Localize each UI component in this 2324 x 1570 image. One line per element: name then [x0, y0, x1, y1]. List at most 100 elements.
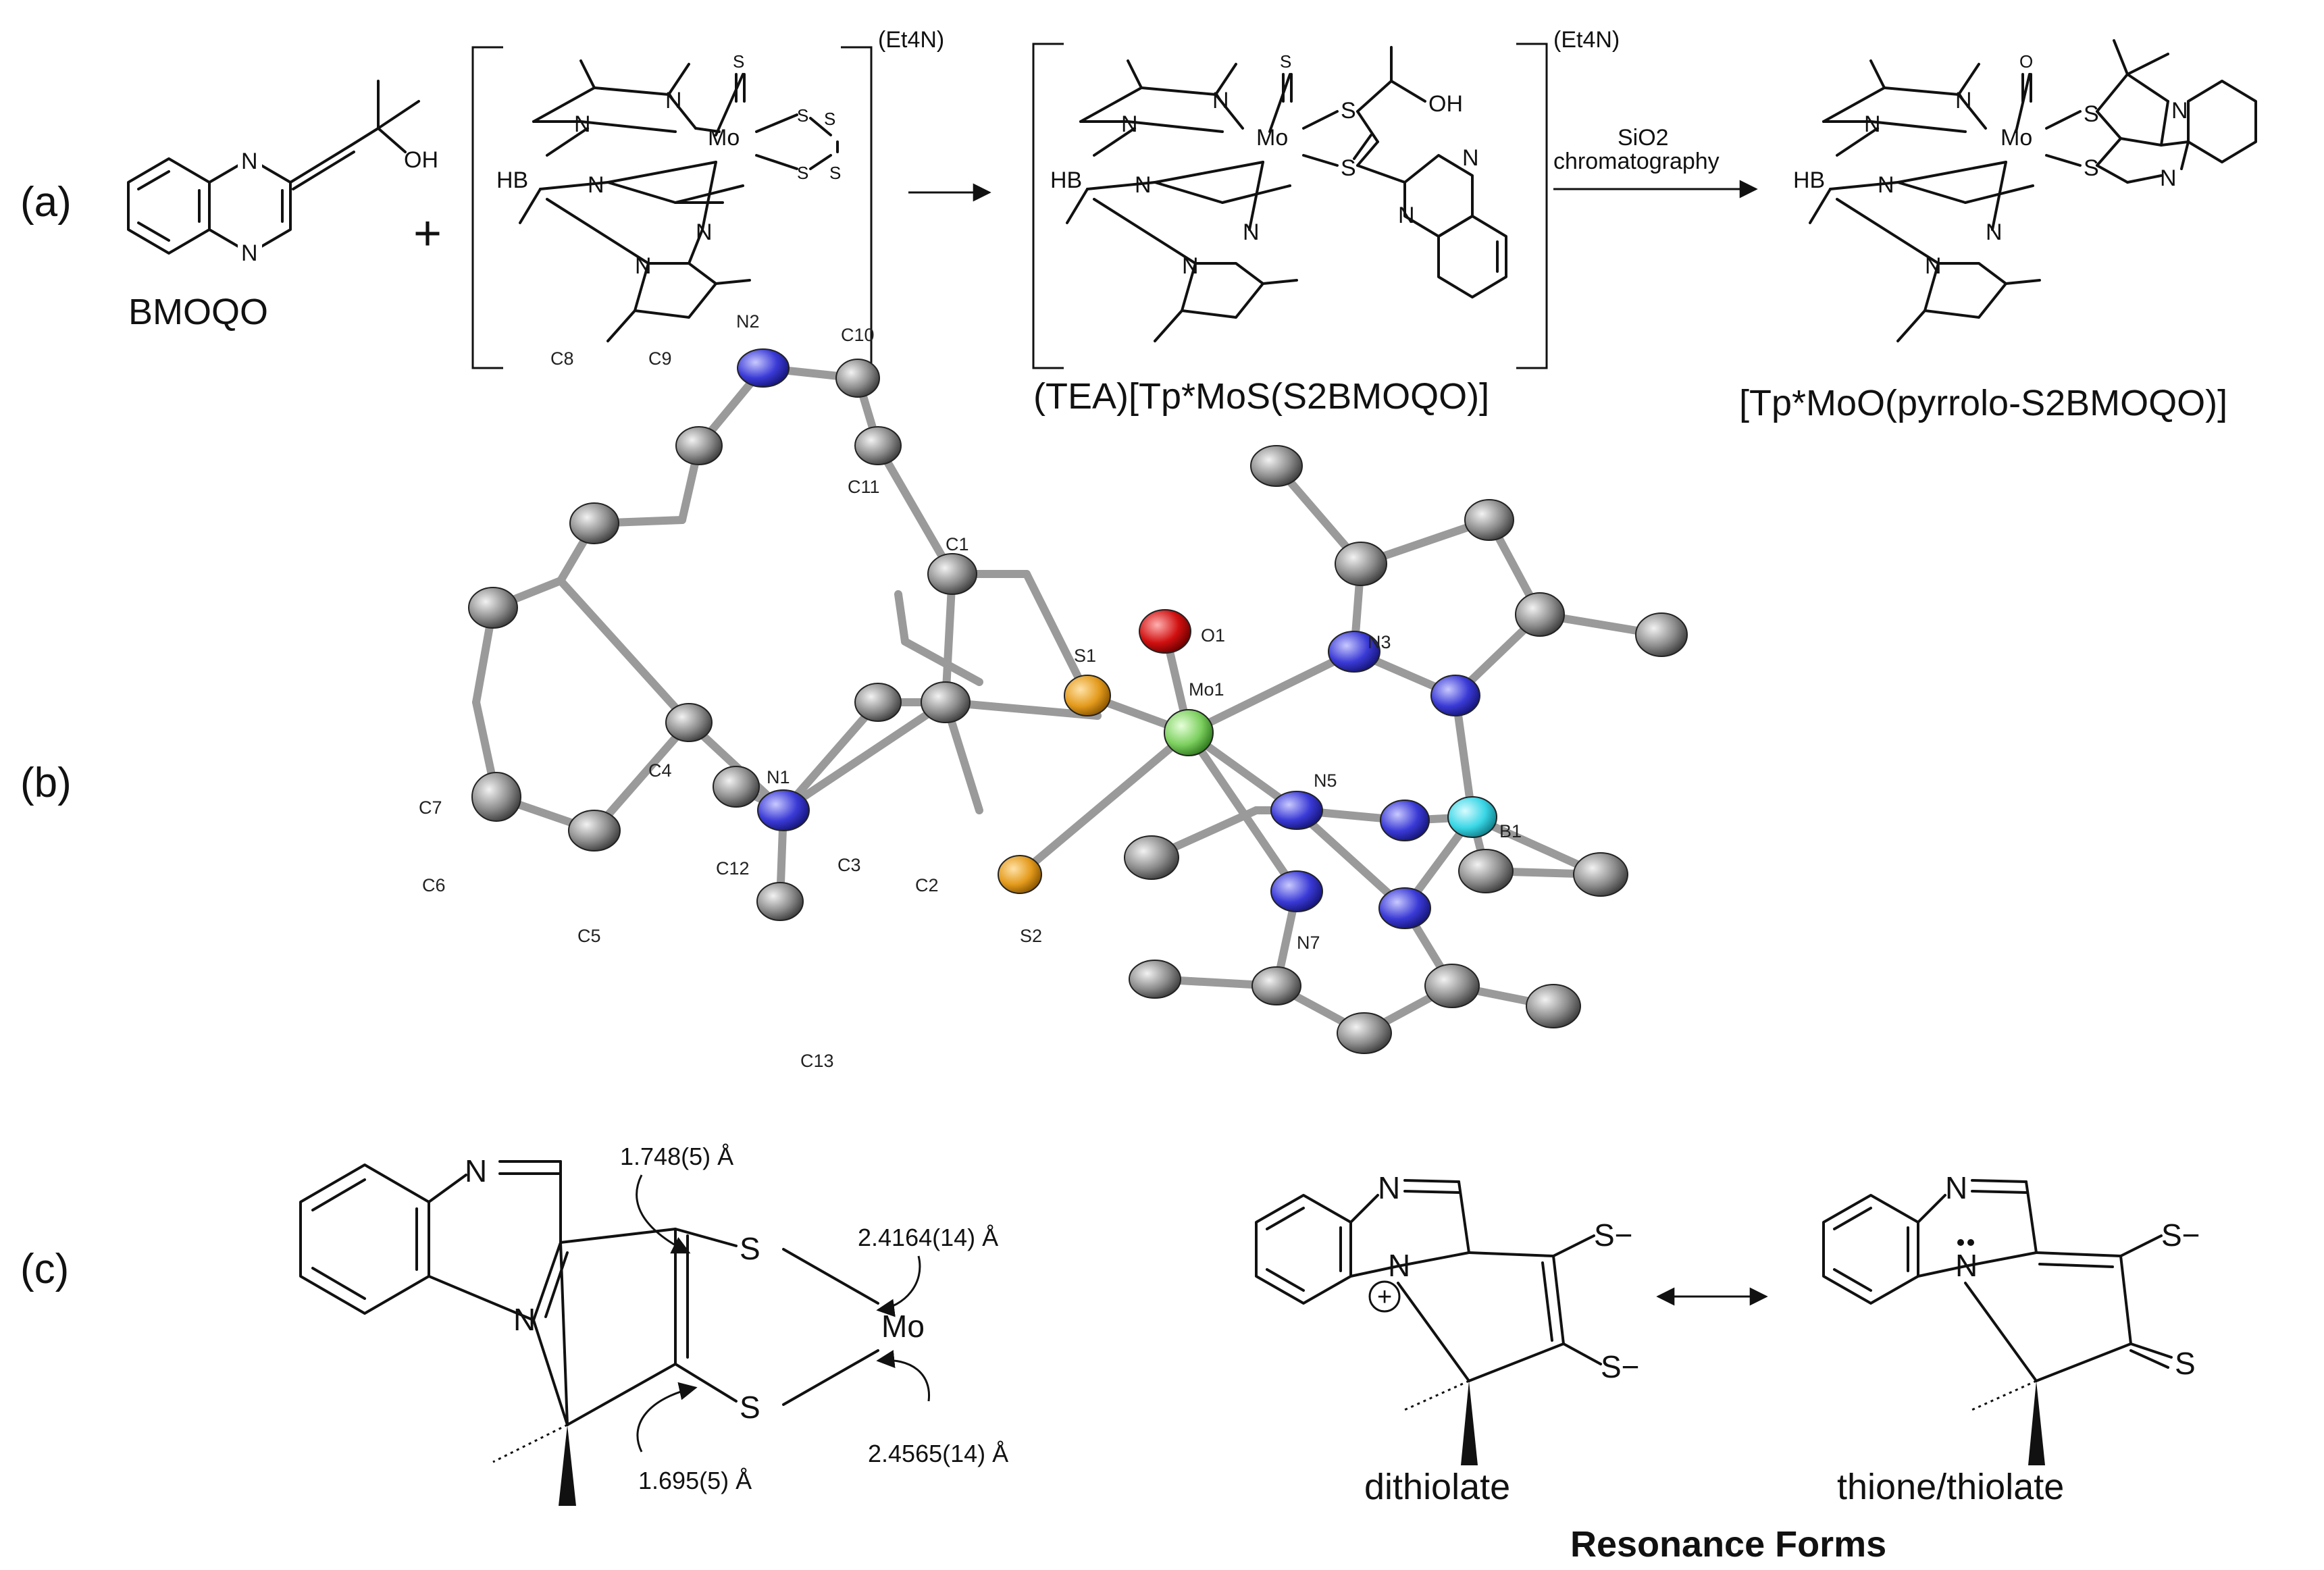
- ortep-label-c9: C9: [648, 348, 672, 369]
- ortep-label-n1: N1: [767, 767, 790, 787]
- panel-label-c: (c): [20, 1246, 69, 1292]
- dith-plus: +: [1377, 1283, 1392, 1311]
- atom-s1: [1064, 675, 1111, 716]
- s4-s-top: S: [733, 51, 744, 72]
- atom-n8: [1378, 887, 1431, 929]
- atom-c4: [665, 703, 713, 742]
- s4-mo: Mo: [708, 125, 740, 151]
- bmoqo-n-top: N: [241, 149, 258, 174]
- s4-s-1: S: [797, 105, 808, 126]
- ortep-label-c10: C10: [841, 325, 875, 345]
- bond-length-mos1: 2.4164(14) Å: [858, 1224, 998, 1251]
- atom-n4: [1430, 675, 1480, 716]
- bond-length-c1s1: 1.748(5) Å: [620, 1143, 733, 1170]
- prod-n-quin: N: [2160, 165, 2177, 191]
- int-n-1: N: [1121, 111, 1138, 137]
- prod-n-2: N: [1955, 88, 1972, 113]
- int-s-top: S: [1280, 51, 1291, 72]
- ortep-label-mo1: Mo1: [1189, 679, 1224, 700]
- int-mo: Mo: [1256, 125, 1288, 151]
- prod-s-1: S: [2084, 101, 2099, 127]
- c-left-n-ring: N: [513, 1302, 536, 1337]
- int-counterion: (Et4N): [1553, 27, 1620, 53]
- atom-c20: [1458, 849, 1514, 893]
- plus-sign: +: [413, 207, 442, 261]
- atom-c6: [471, 772, 521, 822]
- product-complex: [1809, 39, 2257, 342]
- dith-n-ring: N: [1388, 1248, 1410, 1283]
- ortep-label-c7: C7: [419, 797, 442, 818]
- c-left-mo: Mo: [881, 1309, 925, 1344]
- prod-n-5: N: [1986, 219, 2003, 245]
- ortep-labels: N2 C10 C8 C9 S1 O1 Mo1 N3 C1 C11 N1 N5 B…: [419, 311, 1522, 1071]
- atom-c21: [1573, 852, 1628, 897]
- atom-c11: [854, 426, 902, 465]
- atom-c5: [568, 810, 621, 852]
- dith-n-top: N: [1378, 1170, 1400, 1205]
- c-left-s-top: S: [740, 1231, 760, 1266]
- prod-mo: Mo: [2000, 125, 2032, 151]
- ortep-label-n7: N7: [1297, 933, 1320, 953]
- int-n-q2: N: [1398, 203, 1415, 228]
- prod-n-pyrrole: N: [2171, 98, 2188, 124]
- int-n-4: N: [1182, 253, 1199, 279]
- atom-c3: [854, 683, 902, 722]
- atom-c17: [1635, 612, 1688, 657]
- atom-c15: [1464, 499, 1514, 541]
- atom-c19: [1124, 835, 1179, 880]
- bond-length-mos2: 2.4565(14) Å: [868, 1440, 1008, 1467]
- atom-c26: [1526, 984, 1581, 1028]
- ortep-label-n5: N5: [1314, 770, 1337, 791]
- atom-c18: [1250, 445, 1303, 487]
- c-left-s-bottom: S: [740, 1390, 760, 1425]
- atom-c2: [921, 681, 971, 723]
- int-n-q1: N: [1462, 145, 1479, 171]
- arrow-reagent-1: SiO2: [1618, 125, 1669, 151]
- dith-s-top: S−: [1594, 1218, 1633, 1253]
- s4-n-3: N: [588, 172, 604, 198]
- atom-c9: [675, 426, 723, 465]
- thione-thiolate-structure: [1822, 1179, 2173, 1465]
- ortep-label-n3: N3: [1368, 632, 1391, 652]
- atom-c24: [1337, 1012, 1392, 1054]
- panel-c-left-structure: [299, 1160, 931, 1506]
- intermediate-complex: [1032, 43, 1548, 369]
- s4-s-2: S: [824, 109, 835, 129]
- atom-s2: [998, 855, 1042, 894]
- prod-n-4: N: [1925, 253, 1942, 279]
- ortep-label-c2: C2: [915, 875, 939, 895]
- atom-c8: [569, 502, 619, 544]
- arrow-reagent-2: chromatography: [1553, 149, 1720, 174]
- panel-label-a: (a): [20, 179, 72, 226]
- int-hb: HB: [1050, 167, 1082, 193]
- ortep-label-b1: B1: [1499, 821, 1522, 841]
- ortep-label-c11: C11: [848, 477, 880, 497]
- thione-thiolate-caption: thione/thiolate: [1837, 1467, 2064, 1507]
- int-oh: OH: [1428, 91, 1463, 117]
- atom-c7: [468, 587, 518, 629]
- atom-n5: [1270, 791, 1323, 830]
- bmoqo-oh: OH: [404, 147, 438, 173]
- ortep-label-c5: C5: [577, 926, 601, 946]
- s4-hb: HB: [496, 167, 528, 193]
- s4-n-1: N: [574, 111, 591, 137]
- prod-n-3: N: [1878, 172, 1894, 198]
- dithiolate-caption: dithiolate: [1364, 1467, 1510, 1507]
- atom-c16: [1515, 592, 1565, 637]
- s4-s-4: S: [829, 163, 841, 183]
- int-s-1: S: [1341, 98, 1356, 124]
- atom-n3: [1328, 631, 1380, 673]
- ortep-label-c8: C8: [550, 348, 574, 369]
- atom-n2: [737, 348, 790, 388]
- s4-counterion: (Et4N): [878, 27, 944, 53]
- product-caption: [Tp*MoO(pyrrolo-S2BMOQO)]: [1739, 383, 2227, 423]
- s4-n-4: N: [635, 253, 652, 279]
- bond-length-c2s2: 1.695(5) Å: [638, 1467, 752, 1494]
- s4-s-3: S: [797, 163, 808, 183]
- atom-c14: [1335, 542, 1387, 586]
- int-s-2: S: [1341, 155, 1356, 181]
- thione-s-top: S−: [2161, 1218, 2200, 1253]
- ortep-atoms: [468, 348, 1688, 1054]
- ortep-label-n2: N2: [736, 311, 760, 332]
